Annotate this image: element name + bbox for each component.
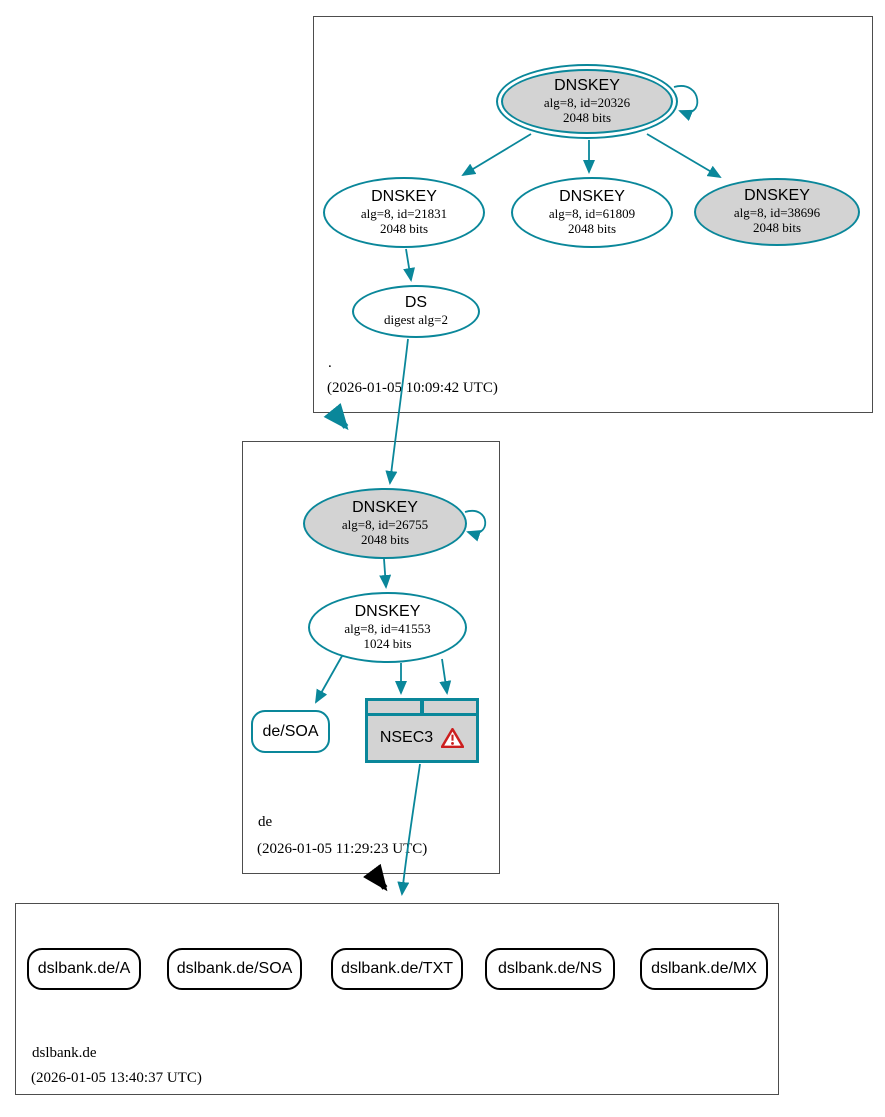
- node-title: DNSKEY: [559, 187, 625, 205]
- zone-timestamp-de: (2026-01-05 11:29:23 UTC): [257, 841, 428, 857]
- edge-ksk-to-dnskey21831: [461, 133, 532, 177]
- node-title: DNSKEY: [352, 498, 418, 516]
- node-title: DNSKEY: [744, 187, 810, 205]
- node-dnskey-41553[interactable]: DNSKEY alg=8, id=41553 1024 bits: [308, 592, 467, 663]
- node-dnskey-ksk-root[interactable]: DNSKEY alg=8, id=20326 2048 bits: [496, 64, 678, 139]
- node-label: dslbank.de/NS: [497, 960, 603, 977]
- node-label: de/SOA: [262, 722, 319, 740]
- node-title: DS: [404, 294, 428, 312]
- edge-delegation-root-to-de: [323, 402, 349, 431]
- warning-triangle-icon: [441, 728, 465, 748]
- node-ds-root[interactable]: DS digest alg=2: [352, 285, 480, 338]
- node-detail: alg=8, id=61809: [548, 205, 636, 221]
- node-label: NSEC3: [379, 729, 434, 746]
- node-dnskey-ksk-root-body: DNSKEY alg=8, id=20326 2048 bits: [501, 69, 673, 134]
- node-detail: alg=8, id=26755: [341, 516, 429, 532]
- node-title: DNSKEY: [371, 187, 437, 205]
- node-rrset-dslbank-ns[interactable]: dslbank.de/NS: [485, 948, 615, 990]
- node-de-soa[interactable]: de/SOA: [251, 710, 330, 753]
- node-detail: 2048 bits: [360, 531, 410, 547]
- edge-dnskey21831-to-ds: [403, 248, 416, 282]
- node-detail: alg=8, id=20326: [543, 94, 631, 110]
- node-detail: alg=8, id=41553: [344, 620, 431, 636]
- node-dnskey-26755[interactable]: DNSKEY alg=8, id=26755 2048 bits: [303, 488, 467, 559]
- nsec3-body: NSEC3: [368, 716, 476, 760]
- nsec3-header-row: [368, 701, 476, 713]
- edge-delegation-de-to-dslbank: [363, 863, 388, 892]
- node-rrset-dslbank-mx[interactable]: dslbank.de/MX: [640, 948, 768, 990]
- zone-box-dslbank: [15, 903, 779, 1095]
- zone-timestamp-root: (2026-01-05 10:09:42 UTC): [327, 380, 498, 396]
- node-nsec3[interactable]: NSEC3: [365, 698, 479, 763]
- node-detail: 2048 bits: [567, 220, 617, 236]
- node-detail: alg=8, id=38696: [733, 205, 821, 221]
- node-detail: digest alg=2: [383, 312, 449, 328]
- edge-dnskey26755-self-sign-loop: [464, 509, 487, 542]
- zone-label-dslbank: dslbank.de: [32, 1045, 97, 1061]
- node-dnskey-38696[interactable]: DNSKEY alg=8, id=38696 2048 bits: [694, 178, 860, 246]
- zone-label-de: de: [258, 814, 273, 830]
- edge-ds-to-dnskey26755: [385, 338, 409, 485]
- edge-dnskey41553-to-nsec3-right: [439, 658, 452, 695]
- edge-dnskey26755-to-dnskey41553: [379, 558, 392, 589]
- edge-nsec3-to-dslbank-zone: [397, 763, 421, 896]
- zone-box-root: [313, 16, 873, 413]
- node-title: DNSKEY: [354, 602, 421, 620]
- zone-timestamp-dslbank: (2026-01-05 13:40:37 UTC): [31, 1070, 202, 1086]
- node-dnskey-21831[interactable]: DNSKEY alg=8, id=21831 2048 bits: [323, 177, 485, 248]
- edge-ksk-to-dnskey38696: [646, 133, 722, 179]
- node-label: dslbank.de/SOA: [176, 960, 293, 977]
- node-detail: 2048 bits: [379, 220, 429, 236]
- zone-label-root: .: [328, 355, 332, 371]
- node-label: dslbank.de/A: [37, 960, 131, 977]
- node-rrset-dslbank-soa[interactable]: dslbank.de/SOA: [167, 948, 302, 990]
- node-rrset-dslbank-txt[interactable]: dslbank.de/TXT: [331, 948, 463, 990]
- node-label: dslbank.de/MX: [651, 960, 757, 977]
- nsec3-header-cell-right: [424, 701, 476, 713]
- edge-ksk-self-sign-loop: [673, 85, 699, 122]
- node-rrset-dslbank-a[interactable]: dslbank.de/A: [27, 948, 141, 990]
- edge-dnskey41553-to-desoa: [315, 655, 343, 704]
- node-dnskey-61809[interactable]: DNSKEY alg=8, id=61809 2048 bits: [511, 177, 673, 248]
- node-detail: alg=8, id=21831: [360, 205, 448, 221]
- node-detail: 1024 bits: [363, 635, 412, 651]
- node-detail: 2048 bits: [562, 109, 612, 125]
- node-detail: 2048 bits: [752, 220, 802, 236]
- node-label: dslbank.de/TXT: [340, 960, 454, 977]
- node-title: DNSKEY: [554, 76, 620, 94]
- nsec3-header-cell-left: [368, 701, 420, 713]
